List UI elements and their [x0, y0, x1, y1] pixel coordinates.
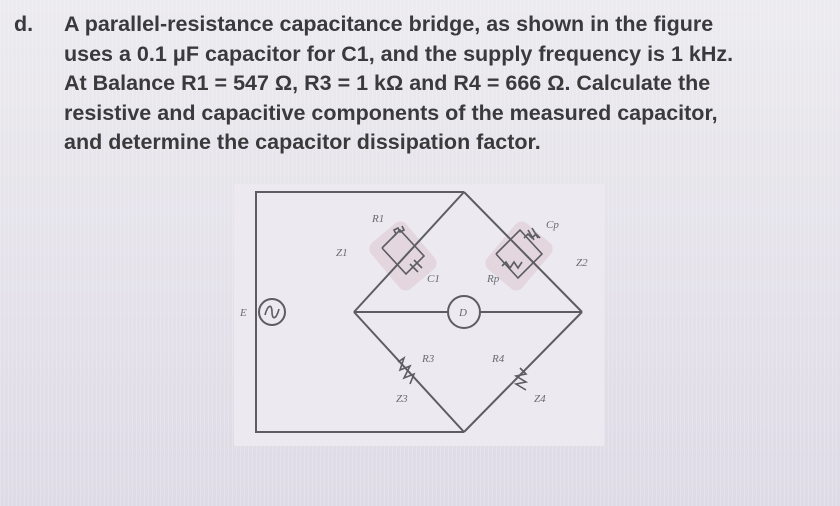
- detector: [447, 295, 481, 329]
- supply-wire: [255, 191, 464, 433]
- label-cp: Cp: [546, 219, 559, 231]
- question-label: d.: [14, 12, 34, 36]
- label-e: E: [239, 307, 247, 319]
- label-rp: Rp: [486, 273, 500, 285]
- label-z1: Z1: [336, 247, 348, 259]
- bridge-circuit-diagram: R1 Z1 C1 Cp Rp Z2 E D R3 R4 Z3 Z4: [239, 191, 588, 433]
- z1-arm: [381, 225, 426, 276]
- label-d: D: [458, 307, 467, 319]
- c1-capacitor: [409, 263, 419, 273]
- label-z2: Z2: [576, 257, 588, 269]
- label-r1: R1: [371, 213, 384, 225]
- label-c1: C1: [427, 273, 440, 285]
- r3-resistor: [397, 356, 416, 385]
- question-line: uses a 0.1 μF capacitor for C1, and the …: [64, 41, 734, 66]
- question-line: At Balance R1 = 547 Ω, R3 = 1 kΩ and R4 …: [64, 71, 711, 95]
- label-r4: R4: [491, 353, 505, 365]
- ac-source: [258, 298, 286, 326]
- label-r3: R3: [421, 353, 435, 365]
- question-line: A parallel-resistance capacitance bridge…: [64, 12, 714, 36]
- question-line: resistive and capacitive components of t…: [64, 100, 718, 125]
- r1-resistor: [391, 225, 406, 239]
- component-highlights: [369, 221, 553, 291]
- bridge-circuit-figure: R1 Z1 C1 Cp Rp Z2 E D R3 R4 Z3 Z4: [234, 184, 604, 446]
- r4-resistor: [513, 367, 529, 391]
- z2-arm: [495, 227, 544, 280]
- label-z3: Z3: [396, 393, 408, 405]
- rp-resistor: [501, 260, 523, 270]
- question-line: and determine the capacitor dissipation …: [64, 130, 541, 154]
- label-z4: Z4: [534, 393, 546, 405]
